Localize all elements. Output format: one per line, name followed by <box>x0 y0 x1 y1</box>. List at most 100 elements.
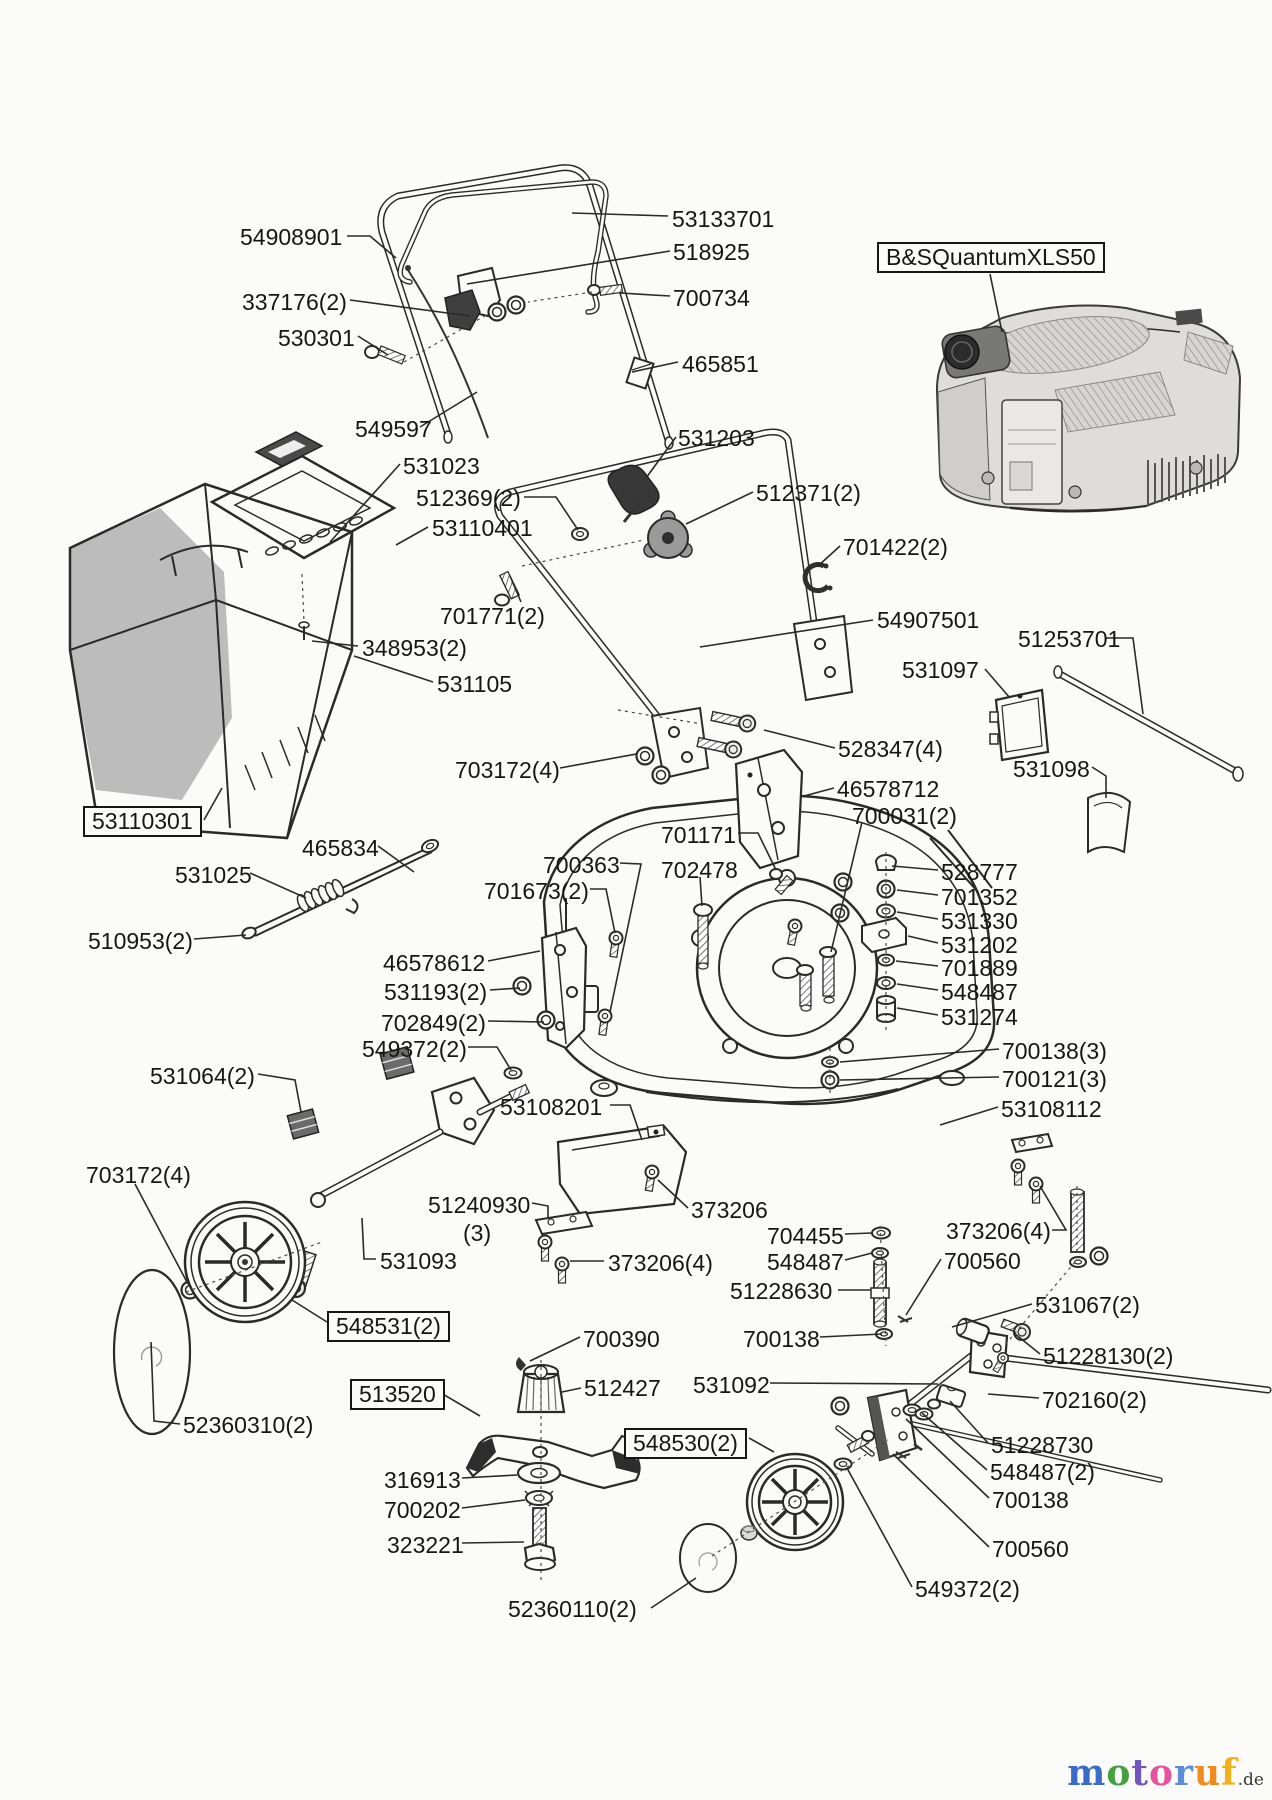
part-label: 54908901 <box>240 224 343 250</box>
leader-line <box>951 1303 1033 1328</box>
part-label: 531097 <box>902 657 979 683</box>
part-label: 700138 <box>992 1487 1069 1513</box>
leader-line <box>905 1418 990 1499</box>
part-label: 531023 <box>403 453 480 479</box>
leader-line <box>987 1393 1040 1399</box>
part-label-boxed: 53110301 <box>83 806 202 838</box>
part-label: 704455 <box>767 1223 844 1249</box>
leader-line <box>949 1400 989 1444</box>
part-label: 531274 <box>941 1004 1018 1030</box>
part-label: 531064(2) <box>150 1063 255 1089</box>
part-label: 701171 <box>661 822 737 848</box>
leader-line <box>571 212 669 217</box>
leader-line <box>839 1048 1000 1063</box>
leader-line <box>892 1453 990 1548</box>
part-label: 512369(2) <box>416 485 521 511</box>
leader-line <box>377 845 415 873</box>
leader-line <box>1091 766 1107 798</box>
leader-line <box>905 1258 942 1316</box>
part-label: 701889 <box>941 955 1018 981</box>
part-label: 46578712 <box>837 776 940 802</box>
leader-line <box>468 1046 512 1071</box>
leader-line <box>803 787 835 797</box>
part-label: 53110401 <box>432 515 533 541</box>
part-label: 53108201 <box>500 1094 603 1120</box>
part-label: 530301 <box>278 325 355 351</box>
part-label: 531330 <box>941 908 1018 934</box>
part-label: 52360310(2) <box>183 1412 314 1438</box>
leader-line <box>291 1299 328 1323</box>
part-label: 700363 <box>543 852 620 878</box>
leader-line <box>738 832 777 871</box>
brand-logo-letter: o <box>1106 1752 1132 1794</box>
part-label: 548487 <box>767 1249 844 1275</box>
part-label: 701422(2) <box>843 534 948 560</box>
leader-line <box>461 1541 525 1544</box>
part-label: 512427 <box>584 1375 661 1401</box>
brand-logo-word: motoruf <box>1067 1752 1237 1794</box>
part-label: 548487 <box>941 979 1018 1005</box>
part-label: 703172(4) <box>86 1162 191 1188</box>
leader-line <box>353 655 434 683</box>
leader-line <box>489 987 521 991</box>
part-label: 700121(3) <box>1002 1066 1107 1092</box>
leader-line <box>846 1467 913 1588</box>
leader-line <box>657 1179 689 1209</box>
leader-line <box>150 1341 181 1425</box>
part-label: 531067(2) <box>1035 1292 1140 1318</box>
leader-line <box>461 1474 518 1479</box>
leader-line <box>907 935 939 944</box>
part-label-boxed: 513520 <box>350 1379 445 1411</box>
leader-line <box>419 391 478 428</box>
chute-insert-art <box>209 431 397 640</box>
leader-line <box>590 888 616 934</box>
leader-line <box>896 1007 939 1016</box>
front-axle-art <box>112 1045 531 1436</box>
leader-line <box>466 250 671 285</box>
part-label: 700031(2) <box>852 803 957 829</box>
part-label: 510953(2) <box>88 928 193 954</box>
leader-line <box>844 1232 873 1235</box>
part-label: 337176(2) <box>242 289 347 315</box>
spring-rod-art <box>241 836 442 940</box>
part-label: 46578612 <box>383 950 486 976</box>
part-label: 53108112 <box>1001 1096 1102 1122</box>
leader-line <box>896 911 939 920</box>
leader-line <box>610 1104 643 1141</box>
part-label: 700734 <box>673 285 750 311</box>
part-label: 702160(2) <box>1042 1387 1147 1413</box>
part-label: 531193(2) <box>384 979 488 1005</box>
leader-line <box>844 1252 873 1261</box>
leader-line <box>685 491 754 525</box>
leader-line <box>349 299 471 317</box>
part-label: 549597 <box>355 416 432 442</box>
brand-logo-suffix: .de <box>1237 1770 1264 1790</box>
leader-line <box>347 235 397 259</box>
leader-line <box>487 950 541 962</box>
part-label: 373206(4) <box>608 1250 713 1276</box>
leader-line <box>361 1217 376 1260</box>
part-label: 54907501 <box>877 607 980 633</box>
part-label: 700560 <box>992 1536 1069 1562</box>
part-label: 53133701 <box>672 206 775 232</box>
leader-line <box>819 1333 883 1338</box>
part-label: 518925 <box>673 239 750 265</box>
part-label: 528777 <box>941 859 1018 885</box>
leader-line <box>896 983 939 991</box>
leader-line <box>939 1106 999 1126</box>
part-label-boxed: B&SQuantumXLS50 <box>877 242 1105 274</box>
part-label: 465851 <box>682 351 759 377</box>
leader-line <box>989 273 1003 333</box>
part-label: 531203 <box>678 425 755 451</box>
leader-line <box>329 463 401 543</box>
part-label: 531105 <box>437 671 513 697</box>
leader-line <box>134 1183 189 1285</box>
leader-line <box>650 1577 697 1609</box>
leader-line <box>1106 637 1144 715</box>
brand-logo-letter: r <box>1173 1752 1194 1794</box>
part-label: 531098 <box>1013 756 1090 782</box>
part-label-boxed: 548530(2) <box>624 1428 747 1460</box>
part-label: 549372(2) <box>915 1576 1020 1602</box>
leader-line <box>487 1020 545 1023</box>
